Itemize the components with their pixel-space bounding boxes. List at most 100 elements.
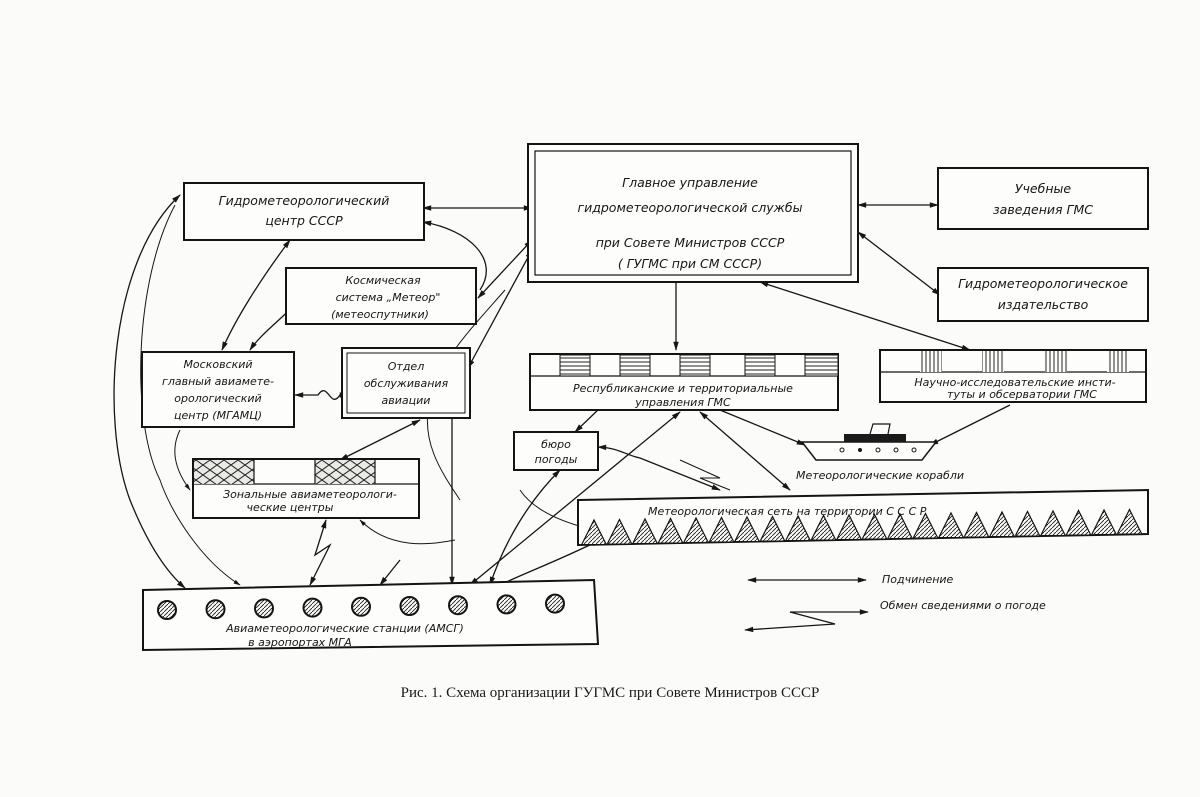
link-network-amsg [499,539,601,586]
moscow-center-line-1: Московский [183,358,252,371]
node-weather-bureau: бюро погоды [513,431,599,471]
station-circle-icon [496,594,517,615]
legend-exchange: Обмен сведениями о погоде [744,599,1046,633]
moscow-center-line-2: главный авиамете- [162,375,274,388]
station-triangle-icon [1116,508,1143,534]
station-triangle-icon [708,516,735,542]
hydromet-center-line-1: Гидрометеорологический [219,193,390,208]
station-triangle-icon [810,514,837,540]
moscow-center-line-3: орологический [174,392,261,405]
publishing-line-1: Гидрометеорологическое [958,276,1128,291]
figure-caption: Рис. 1. Схема организации ГУГМС при Сове… [401,685,820,701]
station-triangle-icon [581,518,607,545]
legend-subordination: Подчинение [747,573,954,586]
main-directorate-line-4: ( ГУГМС при СМ СССР) [618,256,762,271]
main-directorate-line-3: при Совете Министров СССР [596,235,785,250]
station-circle-icon [205,599,226,620]
link-bureau-network [597,444,721,491]
link-exchange-zigzag [679,459,731,491]
node-republican: Республиканские и территориальные управл… [529,353,839,411]
station-triangle-icon [606,518,633,544]
station-triangle-icon [759,515,786,541]
station-circle-icon [545,593,565,614]
republican-line-1: Республиканские и территориальные [573,382,793,395]
link-moscow-aviation [294,390,349,400]
zonal-centers-line-1: Зональные авиаметеорологи- [223,488,397,501]
node-moscow-center: Московский главный авиамете- орологическ… [141,351,295,428]
link-research-ships [929,404,1011,446]
hydromet-center-line-2: центр СССР [265,213,343,228]
station-triangle-icon [785,514,811,541]
space-system-line-3: (метеоспутники) [331,308,429,321]
station-triangle-icon [938,511,964,538]
link-hydromet-space [422,220,487,291]
station-triangle-icon [887,512,913,539]
link-hydromet-moscow [221,239,291,351]
station-triangle-icon [912,512,939,538]
legend-subordination-label: Подчинение [882,573,954,586]
station-triangle-icon [836,513,862,540]
zonal-centers-line-2: ческие центры [247,501,334,514]
station-circle-icon [351,596,371,617]
link-republican-ships [719,409,806,446]
node-publishing: Гидрометеорологическое издательство [937,267,1149,322]
node-research: Научно-исследовательские инсти- туты и о… [879,349,1147,403]
node-aviation-dept: Отдел обслуживания авиации [341,347,471,419]
link-aviation-zonal [339,419,421,461]
station-triangle-icon [861,513,888,539]
publishing-line-2: издательство [998,297,1089,312]
network-stations [581,508,1143,545]
met-network-label: Метеорологическая сеть на территории С С… [648,505,927,518]
legend-exchange-label: Обмен сведениями о погоде [880,599,1046,612]
main-directorate-line-1: Главное управление [622,175,758,190]
space-system-line-1: Космическая [345,274,421,287]
station-triangle-icon [963,511,990,537]
amsg-line-2: в аэропортах МГА [248,636,352,649]
weather-bureau-line-2: погоды [535,453,578,466]
link-zonal-amsg-2 [379,559,401,586]
link-main-publishing [857,231,941,296]
link-hydromet-amsg-outer [113,194,186,589]
research-pattern-cells [920,351,1129,372]
ship-icon [800,423,938,461]
node-zonal-centers: Зональные авиаметеорологи- ческие центры [192,458,420,519]
exchange-arrow-icon [744,609,869,633]
station-circle-icon [254,598,274,619]
link-hydromet-amsg-inner [140,204,241,586]
node-space-system: Космическая система „Метеор" (метеоспутн… [285,267,477,325]
space-system-line-2: система „Метеор" [336,291,441,304]
republican-line-2: управления ГМС [634,396,731,409]
station-circle-icon [157,600,177,620]
moscow-center-line-4: центр (МГАМЦ) [174,409,262,422]
station-triangle-icon [1065,509,1092,535]
station-circle-icon [399,596,420,616]
link-bureau-amsg [489,469,561,586]
station-triangle-icon [1014,510,1041,536]
main-directorate-line-2: гидрометеорологической службы [578,200,803,215]
link-zonal-center-curve [359,519,456,545]
link-republican-network [699,411,791,491]
educational-line-2: заведения ГМС [993,202,1093,217]
educational-line-1: Учебные [1015,181,1071,196]
node-amsg: Авиаметеорологические станции (АМСГ) в а… [142,578,600,652]
station-circle-icon [302,597,323,618]
research-line-1: Научно-исследовательские инсти- [914,376,1115,389]
station-triangle-icon [632,517,658,544]
link-main-research [759,281,971,351]
station-circle-icon [448,595,468,616]
node-educational: Учебные заведения ГМС [937,167,1149,230]
node-main-directorate: Главное управление гидрометеорологическо… [527,143,859,283]
weather-bureau-line-1: бюро [541,438,571,451]
station-triangle-icon [683,516,709,543]
node-hydromet-center: Гидрометеорологический центр СССР [183,182,425,241]
station-triangle-icon [989,510,1015,537]
aviation-dept-line-3: авиации [382,394,431,407]
research-line-2: туты и обсерватории ГМС [947,388,1097,401]
amsg-stations [157,593,565,620]
ships-label: Метеорологические корабли [796,469,964,482]
station-triangle-icon [657,517,684,543]
station-triangle-icon [1040,509,1066,536]
link-zonal-amsg [309,519,332,586]
link-main-aviation [467,249,533,369]
